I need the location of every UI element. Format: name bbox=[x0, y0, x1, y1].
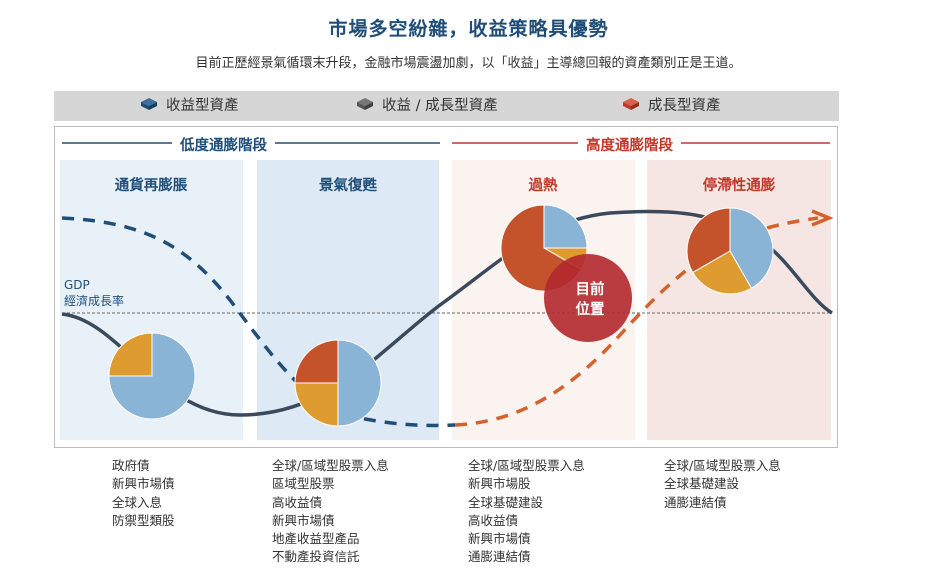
asset-list-recovery: 全球/區域型股票入息 區域型股票 高收益債 新興市場債 地產收益型產品 不動產投… bbox=[272, 457, 389, 567]
phase-label-stagflation: 停滯性通膨 bbox=[702, 178, 776, 194]
list-item: 通膨連結債 bbox=[664, 494, 727, 510]
page-title: 市場多空紛雜，收益策略具優勢 bbox=[328, 18, 609, 40]
legend-label-income: 收益型資產 bbox=[166, 98, 239, 114]
list-item: 區域型股票 bbox=[272, 476, 335, 492]
list-item: 新興市場債 bbox=[468, 531, 531, 547]
list-item: 新興市場股 bbox=[468, 476, 531, 492]
asset-list-reflation: 政府債 新興市場債 全球入息 防禦型類股 bbox=[112, 457, 175, 530]
pie-slice-income bbox=[729, 207, 774, 289]
current-position-line1: 目前 bbox=[575, 282, 605, 298]
pies-layer bbox=[108, 204, 774, 427]
pie-slice-income bbox=[108, 332, 196, 420]
legend-item-income: 收益型資產 bbox=[140, 91, 239, 121]
pie-chart bbox=[294, 339, 382, 427]
inflation-curve-low bbox=[61, 216, 456, 428]
gdp-label: GDP 經濟成長率 bbox=[64, 277, 124, 309]
legend-item-growth: 成長型資產 bbox=[622, 91, 721, 121]
phase-label-overheat: 過熱 bbox=[528, 178, 558, 194]
list-item: 全球/區域型股票入息 bbox=[272, 458, 389, 473]
pie-slice-income-growth bbox=[692, 250, 753, 295]
asset-list-stagflation: 全球/區域型股票入息 全球基礎建設 通膨連結債 bbox=[664, 457, 781, 512]
current-position-marker bbox=[544, 254, 632, 342]
list-item: 不動產投資信託 bbox=[272, 549, 360, 565]
legend-label-income-growth: 收益 / 成長型資產 bbox=[382, 98, 498, 114]
list-item: 政府債 bbox=[112, 458, 150, 473]
page-subtitle: 目前正歷經景氣循環末升段，金融市場震盪加劇，以「收益」主導總回報的資產類別正是王… bbox=[195, 56, 742, 71]
current-position-label: 目前 位置 bbox=[561, 280, 619, 320]
list-item: 全球/區域型股票入息 bbox=[468, 458, 585, 473]
pie-slice-income bbox=[337, 339, 382, 427]
list-item: 高收益債 bbox=[272, 494, 323, 510]
pie-slice-income bbox=[543, 204, 588, 249]
pie-slice-income-growth bbox=[294, 382, 339, 427]
stage-label-low-inflation: 低度通膨階段 bbox=[172, 134, 275, 155]
cube-icon bbox=[141, 98, 157, 110]
legend-item-income-growth: 收益 / 成長型資產 bbox=[356, 91, 498, 121]
list-item: 全球基礎建設 bbox=[664, 476, 740, 492]
cube-icon bbox=[623, 98, 639, 110]
phase-label-reflation: 通貨再膨脹 bbox=[114, 178, 188, 194]
inflation-curve-high bbox=[454, 216, 819, 427]
arrow-right-icon bbox=[811, 209, 834, 227]
asset-list-overheat: 全球/區域型股票入息 新興市場股 全球基礎建設 高收益債 新興市場債 通膨連結債 bbox=[468, 457, 585, 567]
current-position-line2: 位置 bbox=[575, 302, 605, 318]
stage-label-high-inflation: 高度通膨階段 bbox=[578, 134, 681, 155]
list-item: 通膨連結債 bbox=[468, 549, 531, 565]
gdp-label-line1: GDP bbox=[64, 278, 90, 292]
pie-chart bbox=[108, 332, 196, 420]
pie-slice-growth bbox=[294, 339, 339, 384]
list-item: 新興市場債 bbox=[112, 476, 175, 492]
cube-icon bbox=[357, 98, 373, 110]
pie-slice-growth bbox=[686, 207, 731, 274]
pie-chart bbox=[686, 207, 774, 295]
list-item: 防禦型類股 bbox=[112, 512, 175, 528]
pie-slice-income-growth bbox=[108, 332, 153, 377]
list-item: 全球入息 bbox=[112, 494, 163, 510]
list-item: 新興市場債 bbox=[272, 512, 335, 528]
cycle-frame bbox=[54, 126, 838, 448]
list-item: 地產收益型產品 bbox=[272, 531, 360, 547]
phase-label-recovery: 景氣復甦 bbox=[319, 178, 377, 194]
list-item: 全球/區域型股票入息 bbox=[664, 458, 781, 473]
phase-bg-stagflation bbox=[647, 160, 831, 440]
list-item: 全球基礎建設 bbox=[468, 494, 544, 510]
gdp-label-line2: 經濟成長率 bbox=[64, 294, 125, 308]
legend-label-growth: 成長型資產 bbox=[648, 98, 721, 114]
legend-bar: 收益型資產 收益 / 成長型資產 成長型資產 bbox=[54, 91, 839, 121]
list-item: 高收益債 bbox=[468, 512, 519, 528]
